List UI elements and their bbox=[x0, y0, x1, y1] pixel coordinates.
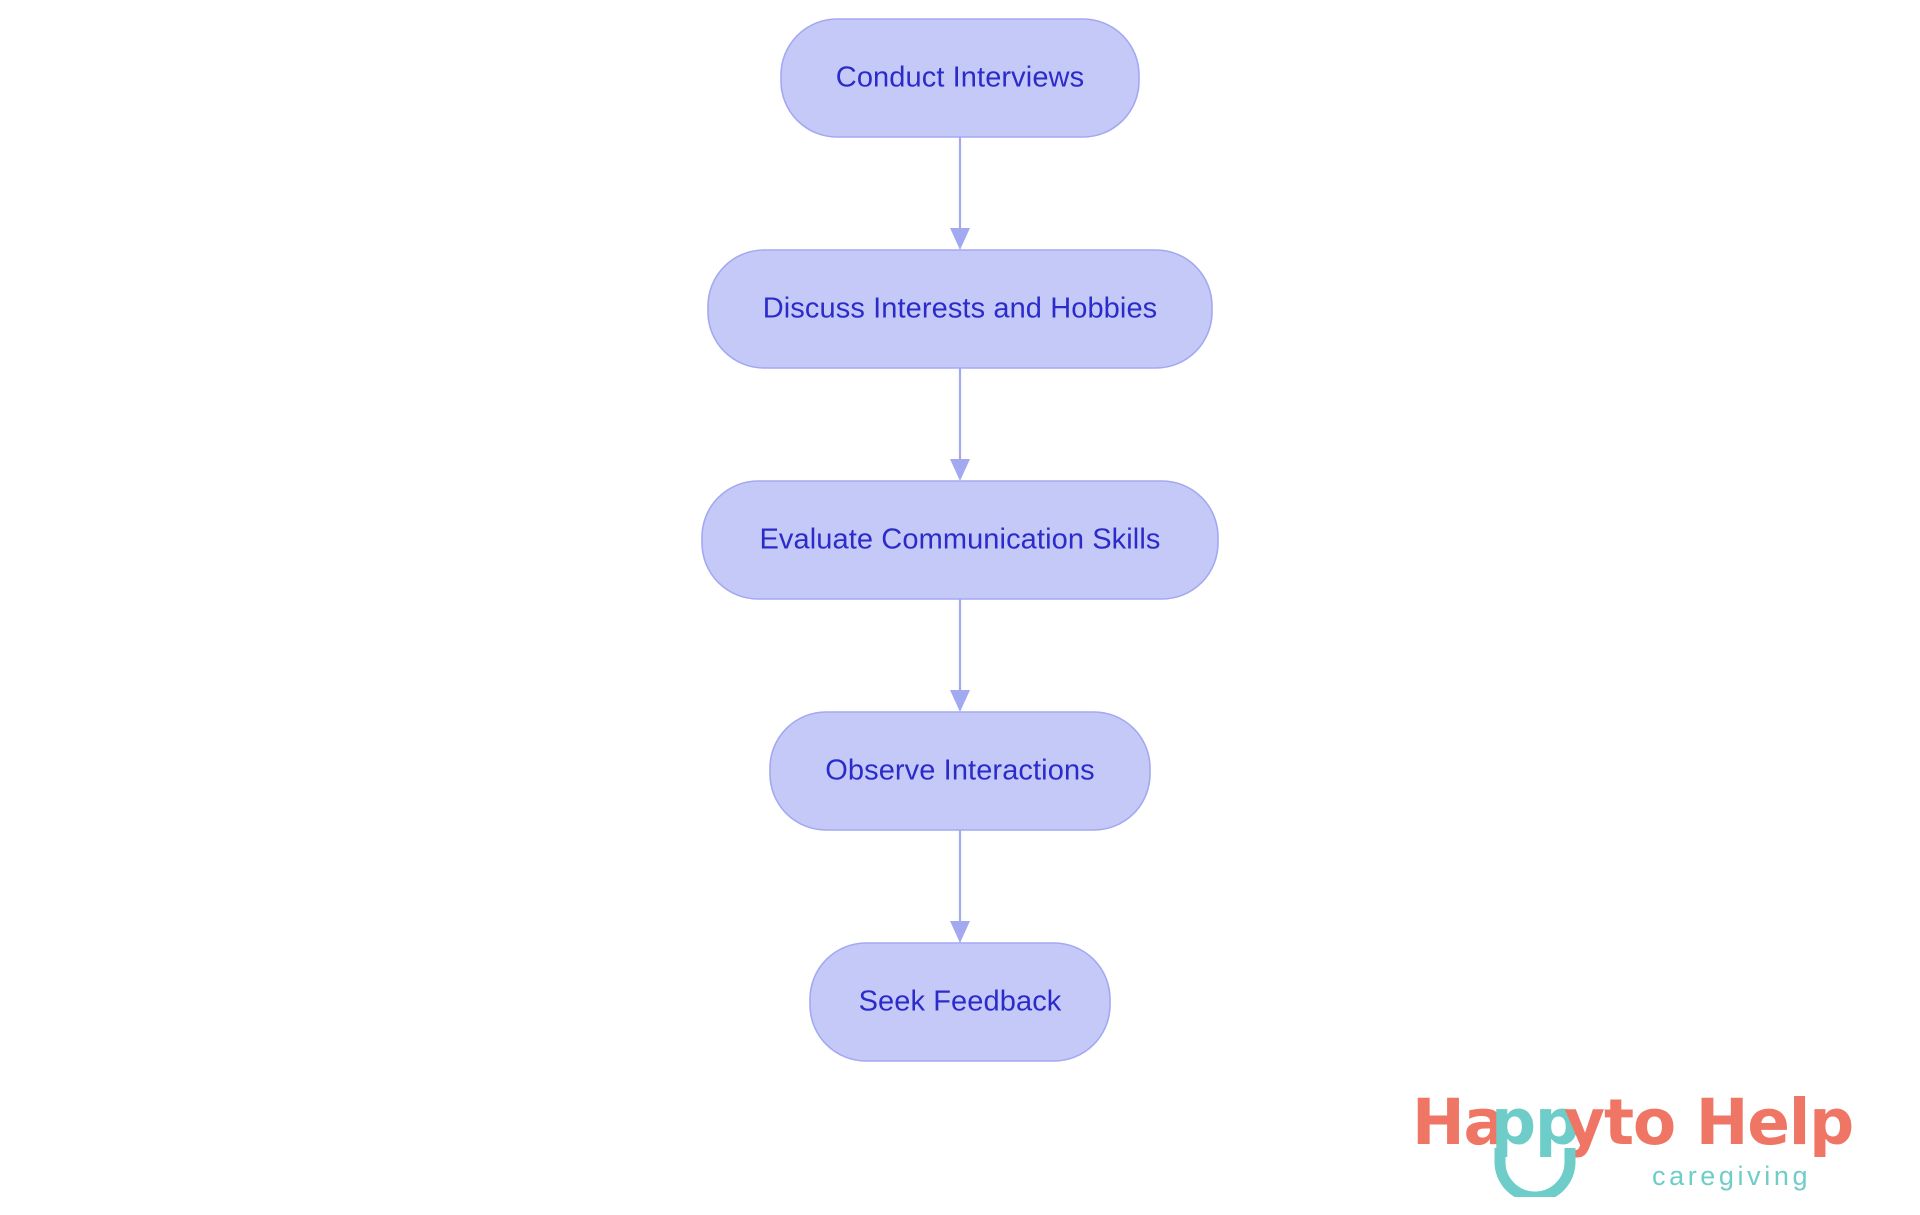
logo-tspan-y: y bbox=[1564, 1086, 1604, 1159]
flow-node-n1[interactable]: Conduct Interviews bbox=[780, 18, 1140, 138]
logo-tspan-tohelp: to Help bbox=[1604, 1086, 1853, 1159]
node-shape[interactable] bbox=[809, 942, 1111, 1062]
node-label: Seek Feedback bbox=[859, 986, 1062, 1018]
arrowhead-icon bbox=[950, 921, 970, 943]
flow-node-n5[interactable]: Seek Feedback bbox=[809, 942, 1111, 1062]
logo-text-tohelp: to Help bbox=[1604, 1086, 1853, 1159]
brand-logo: Ha pp y to Help caregiving bbox=[1408, 1072, 1878, 1197]
logo-text-ha: Ha bbox=[1412, 1086, 1505, 1159]
arrowhead-icon bbox=[950, 459, 970, 481]
smile-arc-icon bbox=[1494, 1148, 1576, 1197]
logo-tagline-text: caregiving bbox=[1652, 1161, 1811, 1191]
node-shape[interactable] bbox=[780, 18, 1140, 138]
flow-edge bbox=[950, 599, 970, 712]
node-shape[interactable] bbox=[769, 711, 1151, 831]
flow-edge bbox=[950, 830, 970, 943]
flow-edge bbox=[950, 368, 970, 481]
logo-tagline: caregiving bbox=[1652, 1161, 1811, 1191]
flow-node-n3[interactable]: Evaluate Communication Skills bbox=[701, 480, 1219, 600]
flow-edge bbox=[950, 137, 970, 250]
node-label: Discuss Interests and Hobbies bbox=[763, 293, 1158, 325]
arrowhead-icon bbox=[950, 690, 970, 712]
logo-text-pp: pp bbox=[1491, 1086, 1579, 1159]
logo-text-y: y bbox=[1564, 1086, 1604, 1159]
node-label: Evaluate Communication Skills bbox=[759, 524, 1160, 556]
arrowhead-icon bbox=[950, 228, 970, 250]
node-shape[interactable] bbox=[701, 480, 1219, 600]
flow-node-n4[interactable]: Observe Interactions bbox=[769, 711, 1151, 831]
node-shape[interactable] bbox=[707, 249, 1213, 369]
brand-logo-svg: Ha pp y to Help caregiving bbox=[1412, 1086, 1854, 1197]
flow-node-n2[interactable]: Discuss Interests and Hobbies bbox=[707, 249, 1213, 369]
edges-layer bbox=[950, 137, 970, 943]
node-label: Observe Interactions bbox=[825, 755, 1095, 787]
node-label: Conduct Interviews bbox=[836, 62, 1084, 94]
logo-tspan-pp: pp bbox=[1491, 1086, 1579, 1159]
logo-tspan-ha: Ha bbox=[1412, 1086, 1505, 1159]
